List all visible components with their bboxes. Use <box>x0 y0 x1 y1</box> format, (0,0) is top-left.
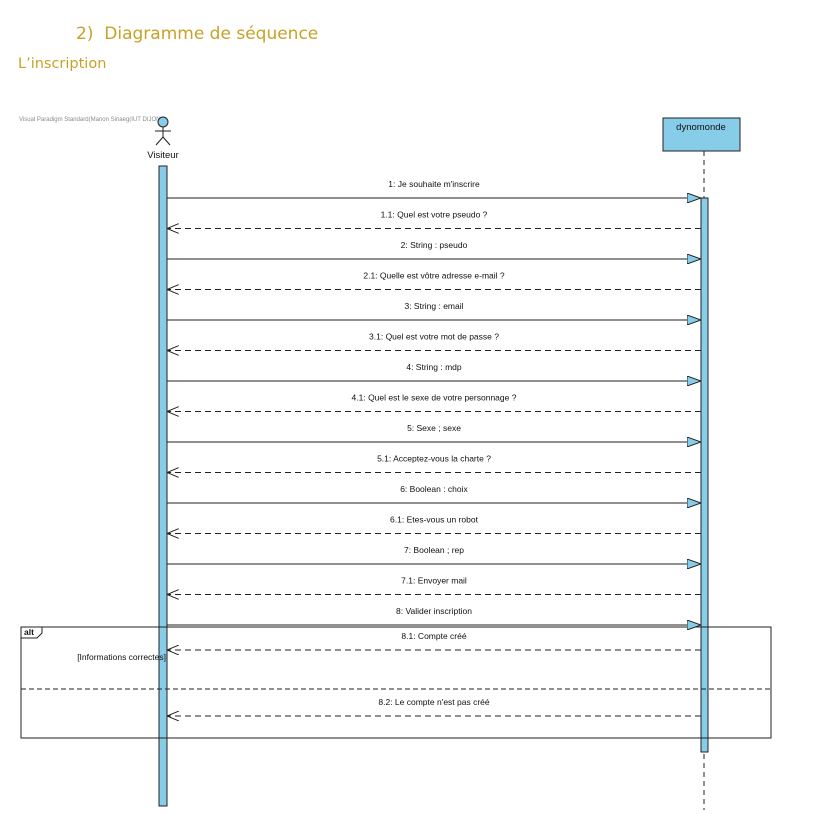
subsection-title: L’inscription <box>18 56 107 72</box>
object-name: dynomonde <box>676 122 726 133</box>
message-14: 7.1: Envoyer mail <box>167 576 701 595</box>
message-3: 2: String : pseudo <box>167 240 701 259</box>
section-number: 2) <box>76 24 94 44</box>
actor-activation-bar <box>158 165 168 807</box>
message-8: 4.1: Quel est le sexe de votre personnag… <box>167 393 701 412</box>
message-alt-1: 8.1: Compte créé <box>167 631 701 650</box>
message-label: 2: String : pseudo <box>401 240 468 250</box>
message-label: 4: String : mdp <box>406 362 462 372</box>
message-label: 6.1: Etes-vous un robot <box>390 515 479 525</box>
message-alt-2: 8.2: Le compte n'est pas créé <box>167 697 701 716</box>
message-15: 8: Valider inscription <box>167 606 701 625</box>
message-label: 6: Boolean : choix <box>400 484 468 494</box>
message-label: 1.1: Quel est votre pseudo ? <box>381 210 488 220</box>
message-label: 4.1: Quel est le sexe de votre personnag… <box>352 393 517 403</box>
message-7: 4: String : mdp <box>167 362 701 381</box>
actor-visiteur: Visiteur <box>147 116 179 161</box>
message-13: 7: Boolean ; rep <box>167 545 701 564</box>
message-label: 3.1: Quel est votre mot de passe ? <box>369 332 499 342</box>
message-label: 8.1: Compte créé <box>401 631 466 641</box>
message-12: 6.1: Etes-vous un robot <box>167 515 701 534</box>
message-9: 5: Sexe ; sexe <box>167 423 701 442</box>
message-10: 5.1: Acceptez-vous la charte ? <box>167 454 701 473</box>
message-label: 7: Boolean ; rep <box>404 545 464 555</box>
message-label: 3: String : email <box>404 301 463 311</box>
message-label: 5.1: Acceptez-vous la charte ? <box>377 454 491 464</box>
alt-label: alt <box>24 627 34 637</box>
object-activation-bar <box>700 197 709 753</box>
message-11: 6: Boolean : choix <box>167 484 701 503</box>
alt-fragment: alt [Informations correctes] <box>20 626 772 739</box>
message-6: 3.1: Quel est votre mot de passe ? <box>167 332 701 351</box>
section-heading: 2) Diagramme de séquence <box>76 24 318 44</box>
message-4: 2.1: Quelle est vôtre adresse e-mail ? <box>167 271 701 290</box>
message-label: 8: Valider inscription <box>396 606 472 616</box>
section-title: Diagramme de séquence <box>104 24 319 44</box>
watermark: Visual Paradigm Standard(Manon Sinaeg(IU… <box>19 117 165 123</box>
object-box <box>662 117 741 152</box>
object-dynomonde: dynomonde <box>662 117 741 152</box>
message-2: 1.1: Quel est votre pseudo ? <box>167 210 701 229</box>
message-1: 1: Je souhaite m'inscrire <box>167 179 701 198</box>
message-label: 5: Sexe ; sexe <box>407 423 461 433</box>
stick-figure-icon <box>155 116 171 146</box>
message-label: 2.1: Quelle est vôtre adresse e-mail ? <box>363 271 505 281</box>
alt-guard: [Informations correctes] <box>77 652 166 662</box>
message-label: 1: Je souhaite m'inscrire <box>388 179 480 189</box>
message-5: 3: String : email <box>167 301 701 320</box>
messages-group: 1: Je souhaite m'inscrire 1.1: Quel est v… <box>167 179 701 716</box>
alt-frame <box>20 626 772 739</box>
actor-name: Visiteur <box>147 150 179 161</box>
alt-tab <box>20 626 43 639</box>
message-label: 7.1: Envoyer mail <box>401 576 467 586</box>
message-label: 8.2: Le compte n'est pas créé <box>378 697 490 707</box>
